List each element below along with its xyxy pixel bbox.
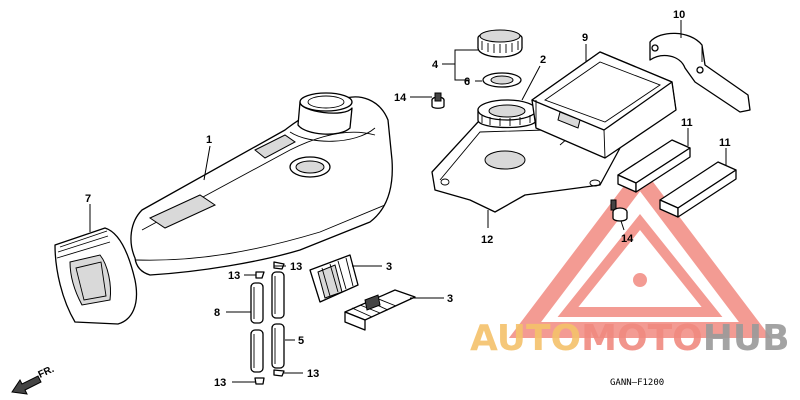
callout-10: 10 <box>673 9 685 21</box>
callout-13-c: 13 <box>214 377 226 389</box>
watermark-triangle <box>508 164 772 338</box>
callout-11-lower: 11 <box>719 137 731 149</box>
callout-13-d: 13 <box>307 368 319 380</box>
pad-part-11-upper <box>617 139 691 193</box>
tube-part-8-upper <box>250 282 264 324</box>
bolt-part-14-lower <box>610 199 628 222</box>
callout-8: 8 <box>214 307 220 319</box>
watermark-moto: MOTO <box>581 318 703 359</box>
clip-part-13-d <box>273 369 285 377</box>
callout-5: 5 <box>298 335 304 347</box>
gasket-part-6 <box>482 72 522 88</box>
callout-1: 1 <box>206 134 212 146</box>
cover-part-9 <box>531 51 677 159</box>
callout-3-upper: 3 <box>386 261 392 273</box>
cushion-part-3-lower <box>344 289 416 331</box>
fuel-tank-part-1 <box>130 92 393 276</box>
pad-part-11-lower <box>659 161 737 218</box>
callout-11-upper: 11 <box>681 117 693 129</box>
leader-lines <box>89 20 727 383</box>
callout-14-upper: 14 <box>394 92 407 104</box>
callout-2: 2 <box>540 54 546 66</box>
bolt-part-14-upper <box>431 92 445 109</box>
callout-13-a: 13 <box>228 270 240 282</box>
cap-part-4 <box>477 29 523 58</box>
tube-part-5-lower <box>271 323 285 369</box>
cushion-part-3-upper <box>309 254 359 303</box>
tube-part-8-lower <box>250 329 264 373</box>
callout-13-b: 13 <box>290 261 302 273</box>
filler-ring-part-2 <box>477 99 537 129</box>
tube-part-5-upper <box>271 271 285 319</box>
diagram-code: GANN–F1200 <box>610 378 664 388</box>
callout-6: 6 <box>464 76 470 88</box>
callout-3-lower: 3 <box>447 293 453 305</box>
insulator-part-7 <box>54 227 138 325</box>
front-direction-arrow: FR. <box>11 364 56 395</box>
front-direction-label: FR. <box>37 364 56 381</box>
callout-4: 4 <box>432 59 439 71</box>
callout-9: 9 <box>582 32 588 44</box>
callout-14-lower: 14 <box>621 233 634 245</box>
watermark-text: AUTOMOTOHUB <box>470 318 790 359</box>
watermark-auto: AUTO <box>470 318 581 359</box>
bracket-part-10 <box>649 32 751 113</box>
callouts: 1 2 3 3 4 5 6 7 8 9 10 11 11 12 13 13 13… <box>85 9 731 389</box>
callout-7: 7 <box>85 193 91 205</box>
watermark-hub: HUB <box>703 318 790 359</box>
clip-part-13-c <box>254 377 265 385</box>
callout-12: 12 <box>481 234 493 246</box>
clip-part-13-a <box>255 271 265 279</box>
